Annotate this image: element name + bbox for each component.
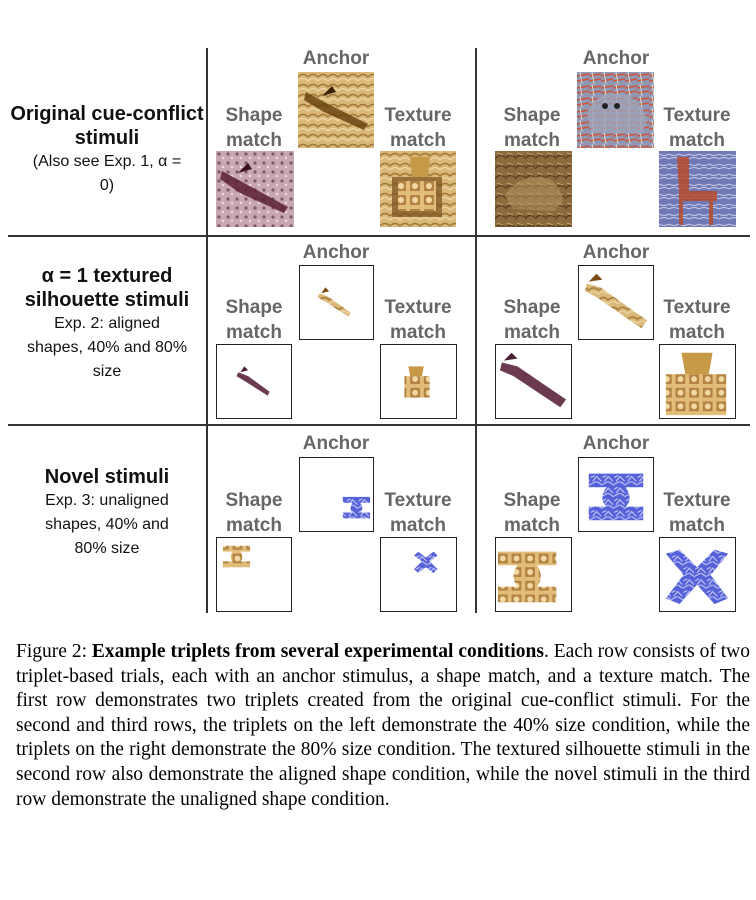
anchor-label: Anchor bbox=[302, 48, 370, 69]
row-label-subtitle: (Also see Exp. 1, α = 0) bbox=[32, 153, 182, 194]
row-label-subtitle: Exp. 3: unaligned shapes, 40% and 80% si… bbox=[45, 492, 169, 557]
caption-title: Example triplets from several experiment… bbox=[91, 641, 544, 662]
shape-match-label: Shape match bbox=[225, 490, 283, 536]
anchor-image bbox=[578, 457, 654, 532]
shape-match-image bbox=[495, 151, 572, 227]
shape-match-image bbox=[216, 537, 292, 612]
anchor-image bbox=[577, 72, 654, 148]
texture-match-label: Texture match bbox=[663, 297, 731, 343]
divider-horizontal-2 bbox=[8, 424, 750, 426]
divider-horizontal-1 bbox=[8, 235, 750, 237]
shape-match-image bbox=[216, 344, 292, 419]
divider-vertical-left bbox=[206, 48, 208, 613]
texture-match-label: Texture match bbox=[384, 490, 452, 536]
texture-match-image bbox=[659, 344, 736, 419]
row-label-silhouette: α = 1 textured silhouette stimuli Exp. 2… bbox=[8, 264, 206, 384]
anchor-label: Anchor bbox=[302, 433, 370, 454]
anchor-label: Anchor bbox=[302, 242, 370, 263]
caption-prefix: Figure 2: bbox=[16, 641, 92, 662]
shape-match-label: Shape match bbox=[225, 297, 283, 343]
shape-match-label: Shape match bbox=[503, 105, 561, 151]
anchor-image bbox=[299, 457, 374, 532]
divider-vertical-right bbox=[475, 48, 477, 613]
row-label-original: Original cue-conflict stimuli (Also see … bbox=[8, 102, 206, 198]
texture-match-label: Texture match bbox=[384, 105, 452, 151]
texture-match-image bbox=[380, 151, 456, 227]
shape-match-image bbox=[495, 537, 572, 612]
shape-match-label: Shape match bbox=[225, 105, 283, 151]
row-label-title: Original cue-conflict stimuli bbox=[10, 103, 204, 149]
texture-match-image bbox=[380, 344, 457, 419]
shape-match-image bbox=[495, 344, 572, 419]
texture-match-label: Texture match bbox=[384, 297, 452, 343]
texture-match-label: Texture match bbox=[663, 490, 731, 536]
shape-match-image bbox=[216, 151, 294, 227]
anchor-image bbox=[578, 265, 654, 340]
row-label-novel: Novel stimuli Exp. 3: unaligned shapes, … bbox=[8, 465, 206, 561]
texture-match-image bbox=[380, 537, 457, 612]
texture-match-label: Texture match bbox=[663, 105, 731, 151]
anchor-image bbox=[299, 265, 374, 340]
texture-match-image bbox=[659, 537, 736, 612]
figure-caption: Figure 2: Example triplets from several … bbox=[16, 640, 750, 812]
anchor-label: Anchor bbox=[582, 242, 650, 263]
shape-match-label: Shape match bbox=[503, 490, 561, 536]
shape-match-label: Shape match bbox=[503, 297, 561, 343]
row-label-title: Novel stimuli bbox=[44, 466, 170, 488]
anchor-image bbox=[298, 72, 374, 148]
caption-body: . Each row consists of two triplet-based… bbox=[16, 641, 750, 810]
anchor-label: Anchor bbox=[582, 433, 650, 454]
texture-match-image bbox=[659, 151, 736, 227]
row-label-subtitle: Exp. 2: aligned shapes, 40% and 80% size bbox=[26, 315, 188, 380]
anchor-label: Anchor bbox=[582, 48, 650, 69]
row-label-title: α = 1 textured silhouette stimuli bbox=[24, 265, 190, 311]
